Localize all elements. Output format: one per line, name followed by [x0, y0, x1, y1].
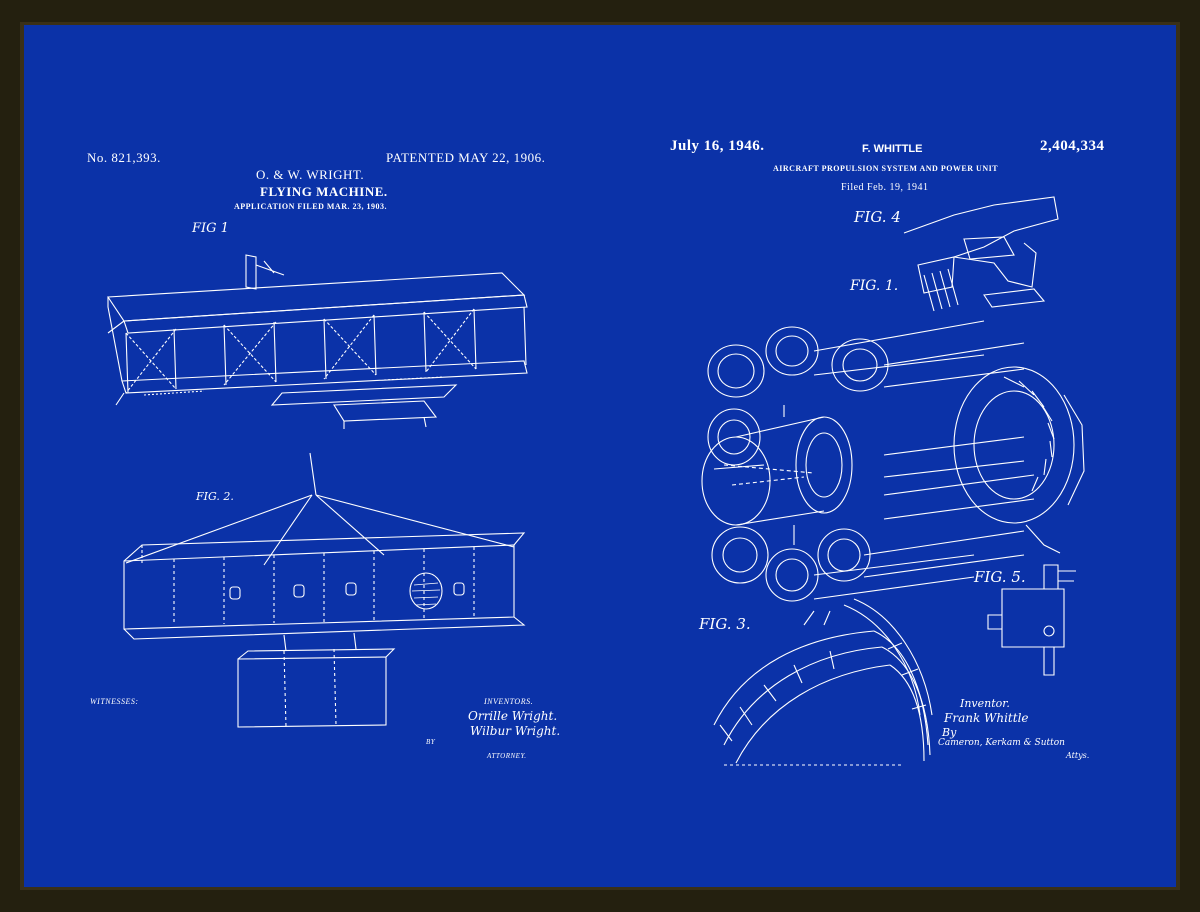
right-patent-title: AIRCRAFT PROPULSION SYSTEM AND POWER UNI… — [773, 164, 999, 173]
wright-fig1-flyer-drawing — [108, 255, 527, 429]
right-fig3-label: FIG. 3. — [699, 615, 751, 633]
left-fig2-label: FIG. 2. — [196, 490, 234, 503]
patent-drawings — [24, 25, 1176, 887]
right-fig1-label: FIG. 1. — [850, 278, 899, 294]
right-fig4-label: FIG. 4 — [854, 208, 901, 226]
whittle-fig3-duct-drawing — [714, 599, 932, 765]
witnesses-label: WITNESSES: — [90, 697, 139, 706]
blueprint-print: No. 821,393. PATENTED MAY 22, 1906. O. &… — [24, 25, 1176, 887]
inventor-name: Frank Whittle — [944, 711, 1029, 725]
inventors-label: INVENTORS. — [484, 697, 534, 706]
right-by-label: By — [942, 726, 957, 739]
wright-fig2-elevation-drawing — [124, 453, 524, 727]
left-patent-inventors-header: O. & W. WRIGHT. — [256, 167, 365, 182]
left-fig1-label: FIG 1 — [192, 221, 229, 236]
inventor-orville: Orrille Wright. — [468, 709, 558, 723]
whittle-fig4-duct-drawing — [904, 197, 1058, 311]
left-patent-filed: APPLICATION FILED MAR. 23, 1903. — [234, 202, 387, 211]
right-patent-filed: Filed Feb. 19, 1941 — [841, 182, 929, 193]
inventor-label: Inventor. — [960, 697, 1010, 710]
whittle-fig1-engine-drawing — [702, 321, 1084, 625]
attys-label: Attys. — [1066, 751, 1090, 760]
attorneys-signature: Cameron, Kerkam & Sutton — [938, 738, 1065, 748]
right-patent-number: 2,404,334 — [1040, 138, 1105, 154]
whittle-fig5-valve-drawing — [988, 565, 1076, 675]
left-patent-title: FLYING MACHINE. — [260, 184, 388, 199]
left-by-label: BY — [426, 738, 436, 746]
inventor-wilbur: Wilbur Wright. — [470, 724, 561, 738]
right-fig5-label: FIG. 5. — [974, 568, 1026, 586]
attorney-label: ATTORNEY. — [487, 752, 527, 760]
left-patent-number: No. 821,393. — [87, 150, 161, 165]
right-patent-date: July 16, 1946. — [670, 138, 765, 154]
left-patent-date: PATENTED MAY 22, 1906. — [386, 150, 546, 165]
right-patent-inventor: F. WHITTLE — [862, 143, 923, 155]
